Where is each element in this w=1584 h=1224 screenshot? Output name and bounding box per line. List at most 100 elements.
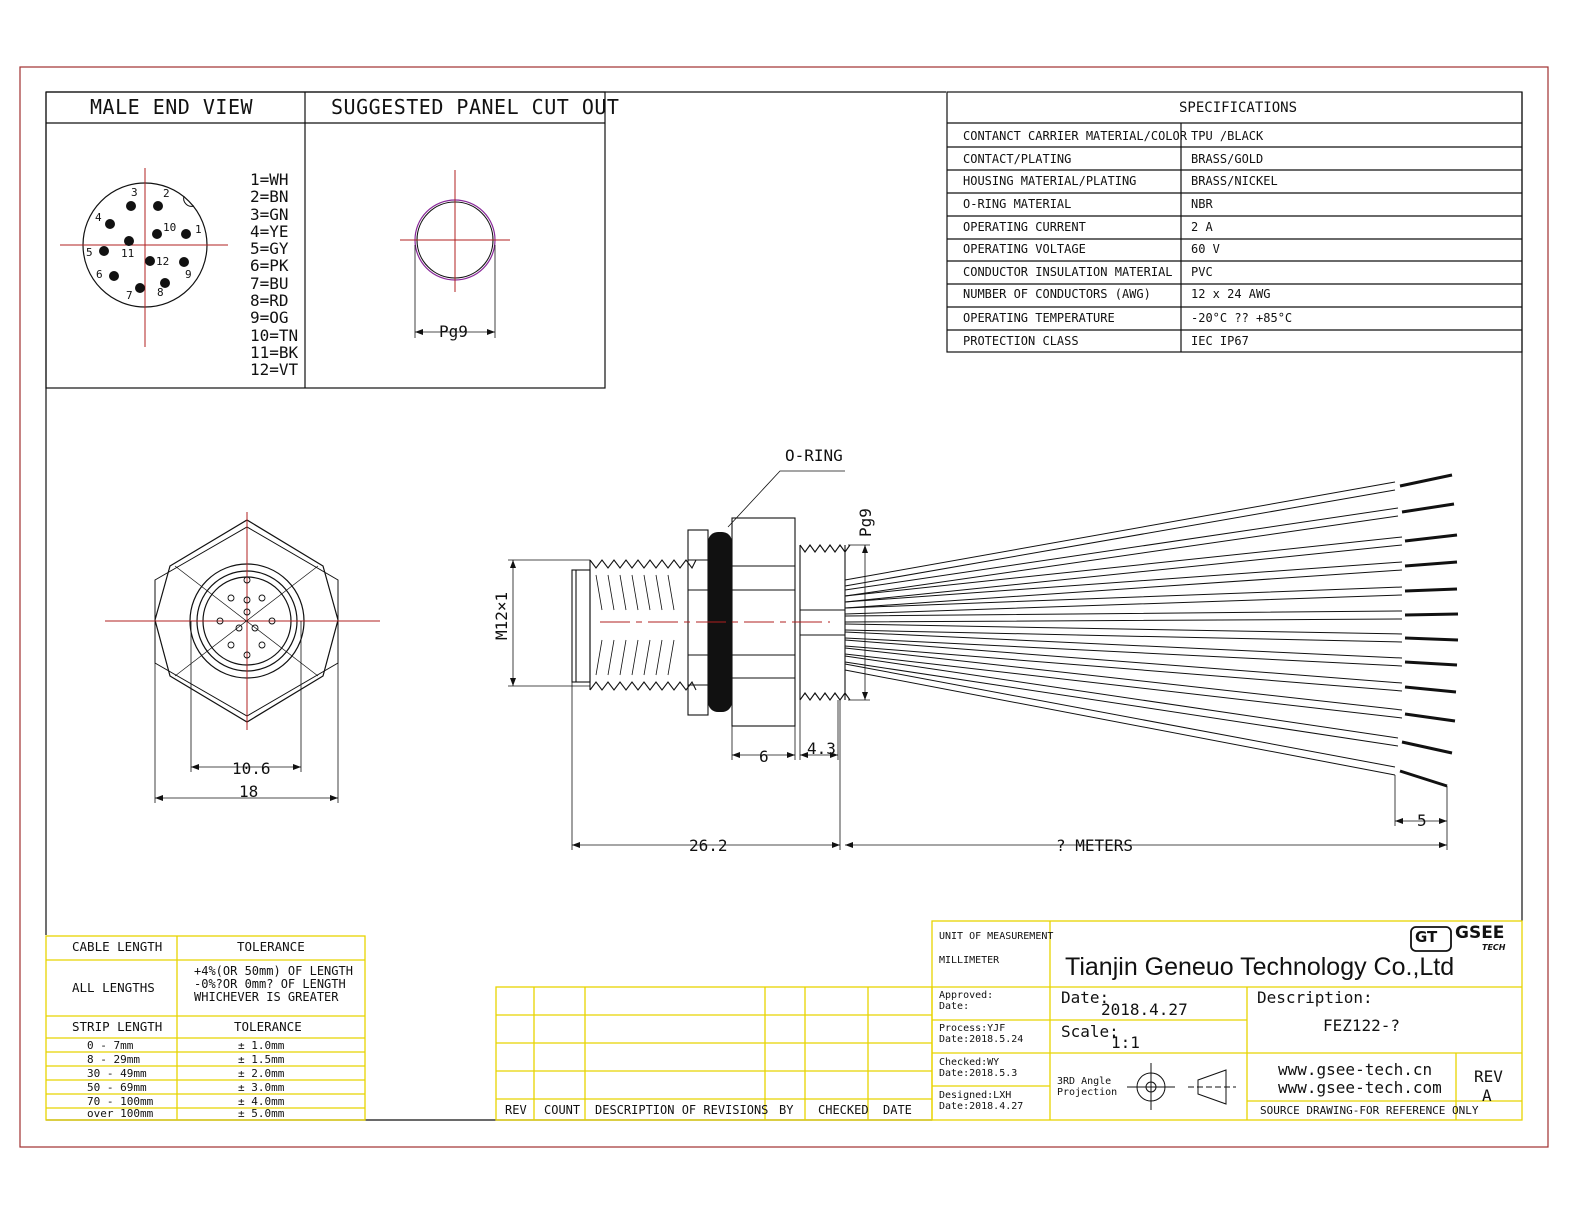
strip-tolerance: ± 1.5mm	[238, 1053, 285, 1066]
checked-date: Date:2018.5.3	[939, 1068, 1018, 1079]
company-name: Tianjin Geneuo Technology Co.,Ltd	[1065, 953, 1455, 981]
dim-6: 6	[759, 747, 769, 766]
tolerance-line: WHICHEVER IS GREATER	[194, 990, 339, 1004]
pin-number: 3	[131, 186, 138, 199]
description-header: DESCRIPTION OF REVISIONS	[595, 1103, 769, 1117]
wire-color-2: 2=BN	[250, 187, 289, 207]
process-label: Process:YJF	[939, 1023, 1006, 1034]
dim-strip-5: 5	[1417, 811, 1427, 830]
gsee-logo	[1410, 926, 1452, 952]
all-lengths-label: ALL LENGTHS	[72, 980, 155, 995]
tolerance-header: TOLERANCE	[237, 939, 305, 954]
spec-label: NUMBER OF CONDUCTORS (AWG)	[963, 287, 1151, 301]
strip-range: 8 - 29mm	[87, 1053, 140, 1066]
pin-number: 10	[163, 221, 177, 234]
tolerance-line: -0%?OR 0mm? OF LENGTH	[194, 977, 346, 991]
panel-cut-out-symbol	[400, 170, 510, 338]
rev-label: REV	[1474, 1067, 1503, 1086]
strip-range: 30 - 49mm	[87, 1067, 147, 1080]
dim-4-3: 4.3	[807, 739, 836, 758]
dim-cable-length: ? METERS	[1056, 836, 1134, 855]
front-hex-view	[105, 512, 380, 803]
website-cn[interactable]: www.gsee-tech.cn	[1278, 1060, 1433, 1079]
strip-tolerance: ± 5.0mm	[238, 1107, 285, 1120]
wire-color-6: 6=PK	[250, 256, 289, 276]
side-view-dimensions	[508, 544, 1448, 850]
strip-length-header: STRIP LENGTH	[72, 1019, 163, 1034]
strip-range: 50 - 69mm	[87, 1081, 147, 1094]
strip-tolerance: ± 2.0mm	[238, 1067, 285, 1080]
logo-subtext: TECH	[1482, 943, 1506, 952]
logo-text: GSEE	[1455, 923, 1505, 943]
unit-of-measurement-value: MILLIMETER	[939, 955, 1000, 966]
spec-label: OPERATING VOLTAGE	[963, 242, 1086, 256]
cable-length-header: CABLE LENGTH	[72, 939, 163, 954]
pin-number: 2	[163, 187, 170, 200]
spec-value: 12 x 24 AWG	[1191, 287, 1271, 301]
pin-number: 4	[95, 211, 102, 224]
date-header: DATE	[883, 1103, 912, 1117]
wire-color-5: 5=GY	[250, 239, 289, 259]
cable-length-table-grid	[45, 935, 366, 1121]
strip-tolerance-header: TOLERANCE	[234, 1019, 302, 1034]
revision-table-grid	[495, 986, 933, 1121]
designed-label: Designed:LXH	[939, 1090, 1012, 1101]
unit-of-measurement-label: UNIT OF MEASUREMENT	[939, 931, 1054, 942]
spec-label: HOUSING MATERIAL/PLATING	[963, 174, 1137, 188]
strip-tolerance: ± 1.0mm	[238, 1039, 285, 1052]
dim-18: 18	[239, 782, 259, 801]
website-com[interactable]: www.gsee-tech.com	[1278, 1078, 1442, 1097]
o-ring-label: O-RING	[785, 446, 843, 465]
wires	[844, 473, 1459, 788]
spec-label: O-RING MATERIAL	[963, 197, 1072, 211]
title-block-grid	[931, 920, 1523, 1121]
outer-border	[19, 66, 1549, 1148]
wire-color-8: 8=RD	[250, 291, 289, 311]
spec-value: BRASS/GOLD	[1191, 152, 1264, 166]
description-value: FEZ122-?	[1323, 1016, 1401, 1035]
pin-number: 11	[121, 247, 135, 260]
wire-color-9: 9=OG	[250, 308, 289, 328]
panel-cut-out-title: SUGGESTED PANEL CUT OUT	[331, 95, 620, 119]
pin-number: 8	[157, 286, 164, 299]
spec-label: CONTANCT CARRIER MATERIAL/COLOR	[963, 129, 1187, 143]
count-header: COUNT	[544, 1103, 581, 1117]
wire-color-7: 7=BU	[250, 273, 289, 293]
rev-value: A	[1482, 1086, 1492, 1105]
wire-color-legend: 1=WH 2=BN 3=GN 4=YE 5=GY 6=PK 7=BU 8=RD …	[250, 171, 298, 379]
spec-value: NBR	[1191, 197, 1213, 211]
spec-value: PVC	[1191, 265, 1213, 279]
spec-value: TPU /BLACK	[1191, 129, 1264, 143]
specifications-title: SPECIFICATIONS	[1179, 100, 1298, 116]
strip-range: 70 - 100mm	[87, 1095, 154, 1108]
dim-26-2: 26.2	[689, 836, 728, 855]
panel-cut-dim-label: Pg9	[439, 322, 468, 341]
wire-color-12: 12=VT	[250, 360, 299, 380]
spec-value: 2 A	[1191, 220, 1213, 234]
tolerance-line: +4%(OR 50mm) OF LENGTH	[194, 964, 353, 978]
strip-range: over 100mm	[87, 1107, 154, 1120]
pin-number: 12	[156, 255, 170, 268]
approved-label: Approved:	[939, 990, 994, 1001]
pin-number: 1	[195, 223, 202, 236]
date-value: 2018.4.27	[1101, 1000, 1188, 1019]
wire-color-3: 3=GN	[250, 204, 289, 224]
pin-number: 6	[96, 268, 103, 281]
checked-header: CHECKED	[818, 1103, 869, 1117]
spec-value: IEC IP67	[1191, 334, 1249, 348]
wire-color-10: 10=TN	[250, 325, 299, 345]
checked-label: Checked:WY	[939, 1057, 1000, 1068]
source-drawing-note: SOURCE DRAWING-FOR REFERENCE ONLY	[1260, 1104, 1479, 1117]
designed-date: Date:2018.4.27	[939, 1101, 1024, 1112]
approved-date: Date:	[939, 1001, 970, 1012]
rev-header: REV	[505, 1103, 527, 1117]
pg9-dim-label: Pg9	[856, 508, 875, 537]
wire-color-11: 11=BK	[250, 342, 299, 362]
strip-range: 0 - 7mm	[87, 1039, 134, 1052]
dim-10-6: 10.6	[232, 759, 271, 778]
by-header: BY	[779, 1103, 794, 1117]
spec-value: 60 V	[1191, 242, 1220, 256]
process-date: Date:2018.5.24	[939, 1034, 1024, 1045]
thread-dim-label: M12×1	[492, 591, 511, 640]
